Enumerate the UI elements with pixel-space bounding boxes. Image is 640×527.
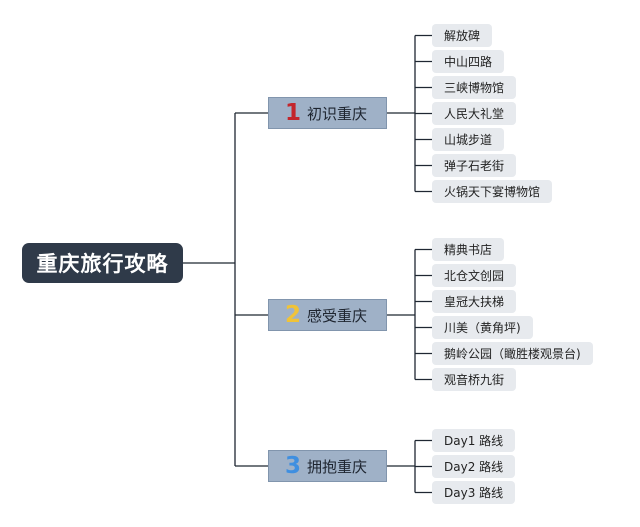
leaf-node[interactable]: Day1 路线 [432, 429, 516, 452]
leaf-label: Day1 路线 [444, 434, 504, 448]
leaf-label: 精典书店 [444, 243, 493, 257]
leaf-label: 人民大礼堂 [444, 107, 505, 121]
branch-label: 拥抱重庆 [307, 457, 368, 476]
leaf-node[interactable]: 山城步道 [432, 128, 505, 151]
leaf-label: 川美（黄角坪) [444, 321, 521, 335]
leaf-node[interactable]: 人民大礼堂 [432, 102, 517, 125]
leaf-label: 观音桥九街 [444, 373, 505, 387]
leaf-node[interactable]: 观音桥九街 [432, 368, 517, 391]
branch-number: 2 [285, 301, 302, 328]
leaf-label: 解放碑 [444, 29, 481, 43]
branch-number: 1 [285, 99, 302, 126]
branch-label: 初识重庆 [307, 104, 368, 123]
leaf-node[interactable]: 中山四路 [432, 50, 505, 73]
leaf-node[interactable]: 北仓文创园 [432, 264, 517, 287]
leaf-node[interactable]: 火锅天下宴博物馆 [432, 180, 553, 203]
leaf-label: 北仓文创园 [444, 269, 505, 283]
leaf-node[interactable]: Day3 路线 [432, 481, 516, 504]
leaf-label: 皇冠大扶梯 [444, 295, 505, 309]
leaf-node[interactable]: 精典书店 [432, 238, 505, 261]
leaf-label: Day3 路线 [444, 486, 504, 500]
leaf-label: Day2 路线 [444, 460, 504, 474]
leaf-label: 三峡博物馆 [444, 81, 505, 95]
branch-node-3[interactable]: 3 拥抱重庆 [268, 450, 387, 482]
leaf-label: 山城步道 [444, 133, 493, 147]
leaf-node[interactable]: 鹅岭公园（瞰胜楼观景台) [432, 342, 593, 365]
branch-label: 感受重庆 [307, 306, 368, 325]
root-title: 重庆旅行攻略 [36, 252, 169, 276]
leaf-label: 火锅天下宴博物馆 [444, 185, 541, 199]
leaf-node[interactable]: Day2 路线 [432, 455, 516, 478]
leaf-node[interactable]: 川美（黄角坪) [432, 316, 533, 339]
branch-node-1[interactable]: 1 初识重庆 [268, 97, 387, 129]
leaf-label: 中山四路 [444, 55, 493, 69]
leaf-label: 鹅岭公园（瞰胜楼观景台) [444, 347, 581, 361]
branch-node-2[interactable]: 2 感受重庆 [268, 299, 387, 331]
branch-number: 3 [285, 452, 302, 479]
root-node[interactable]: 重庆旅行攻略 [22, 243, 183, 283]
leaf-node[interactable]: 皇冠大扶梯 [432, 290, 517, 313]
leaf-node[interactable]: 解放碑 [432, 24, 493, 47]
leaf-node[interactable]: 三峡博物馆 [432, 76, 517, 99]
leaf-label: 弹子石老街 [444, 159, 505, 173]
leaf-node[interactable]: 弹子石老街 [432, 154, 517, 177]
